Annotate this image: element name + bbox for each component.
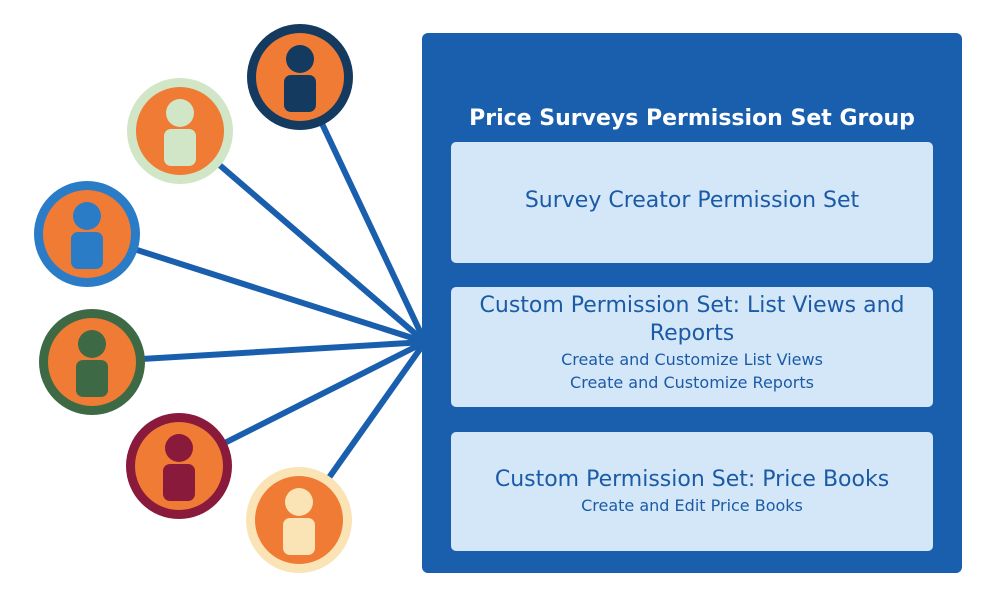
permission-detail: Create and Customize List Views — [561, 350, 823, 369]
permission-set-title: Custom Permission Set: Price Books — [494, 467, 890, 492]
connector-line — [84, 231, 428, 345]
user-icon — [126, 413, 232, 519]
user-icon — [127, 78, 233, 184]
permission-set-title: Survey Creator Permission Set — [524, 188, 860, 213]
permission-set-card-list-views-reports: Custom Permission Set: List Views and Re… — [451, 287, 933, 407]
user-icon — [246, 467, 352, 573]
permission-set-card-survey-creator: Survey Creator Permission Set — [451, 142, 933, 263]
user-icon — [34, 181, 140, 287]
connector-line — [177, 128, 428, 345]
group-title: Price Surveys Permission Set Group — [469, 106, 915, 131]
permission-detail: Create and Customize Reports — [570, 373, 814, 392]
permission-set-group-panel: Price Surveys Permission Set Group Surve… — [422, 33, 962, 573]
user-icon — [247, 24, 353, 130]
permission-set-title: Custom Permission Set: List Views and Re… — [479, 293, 905, 346]
connector-line — [89, 339, 428, 365]
permission-set-card-price-books: Custom Permission Set: Price Books Creat… — [451, 432, 933, 551]
user-icon — [39, 309, 145, 415]
permission-detail: Create and Edit Price Books — [581, 496, 803, 515]
